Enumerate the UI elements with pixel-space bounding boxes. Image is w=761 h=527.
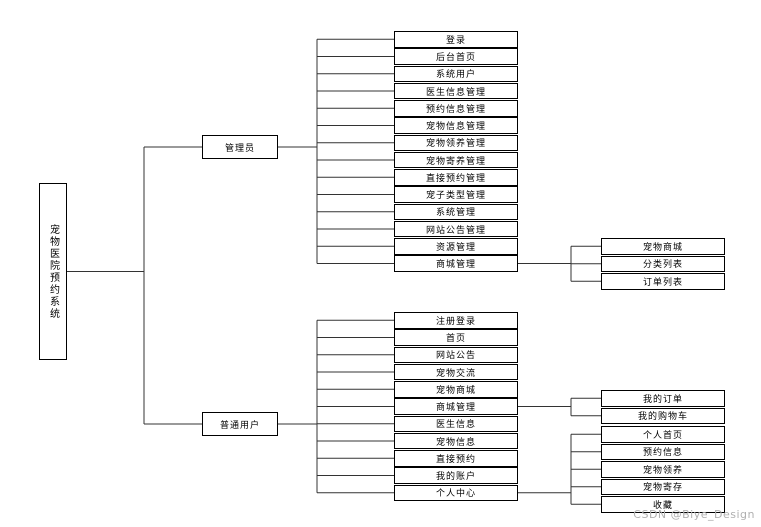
user-item-node: 首页 [394, 329, 518, 346]
user-item-node: 注册登录 [394, 312, 518, 329]
user-item-node: 个人中心 [394, 484, 518, 501]
admin-item-node: 宠物寄养管理 [394, 151, 518, 169]
admin-mall-child-node: 分类列表 [601, 255, 725, 272]
user-mall-child-node: 我的购物车 [601, 407, 725, 424]
user-item-node: 宠物商城 [394, 381, 518, 398]
admin-item-node: 网站公告管理 [394, 220, 518, 238]
admin-item-node: 直接预约管理 [394, 169, 518, 186]
admin-item-node: 医生信息管理 [394, 82, 518, 100]
admin-item-node: 系统管理 [394, 203, 518, 220]
user-mall-child-node: 我的订单 [601, 390, 725, 407]
admin-item-node: 登录 [394, 31, 518, 48]
user-item-node: 宠物交流 [394, 363, 518, 381]
user-item-node: 商城管理 [394, 398, 518, 415]
user-item-node: 我的账户 [394, 467, 518, 484]
admin-item-node: 资源管理 [394, 238, 518, 255]
user-center-child-node: 预约信息 [601, 443, 725, 460]
admin-item-node: 预约信息管理 [394, 100, 518, 117]
admin-item-node: 宠物信息管理 [394, 117, 518, 134]
admin-item-node: 后台首页 [394, 48, 518, 65]
admin-item-node: 宠子类型管理 [394, 186, 518, 203]
admin-item-node: 商城管理 [394, 255, 518, 272]
admin-item-node: 宠物领养管理 [394, 134, 518, 151]
admin-item-node: 系统用户 [394, 65, 518, 82]
user-item-node: 网站公告 [394, 346, 518, 363]
admin-node: 管理员 [202, 135, 278, 159]
root-node: 宠物医院预约系统 [39, 183, 67, 360]
user-center-child-node: 收藏 [601, 496, 725, 513]
admin-mall-child-node: 宠物商城 [601, 238, 725, 255]
user-node: 普通用户 [202, 412, 278, 436]
user-center-child-node: 宠物寄存 [601, 478, 725, 495]
watermark: CSDN @Biye_Design [633, 508, 755, 521]
user-item-node: 直接预约 [394, 450, 518, 467]
user-item-node: 医生信息 [394, 415, 518, 432]
user-center-child-node: 个人首页 [601, 426, 725, 443]
admin-mall-child-node: 订单列表 [601, 273, 725, 290]
user-item-node: 宠物信息 [394, 432, 518, 450]
user-center-child-node: 宠物领养 [601, 461, 725, 478]
